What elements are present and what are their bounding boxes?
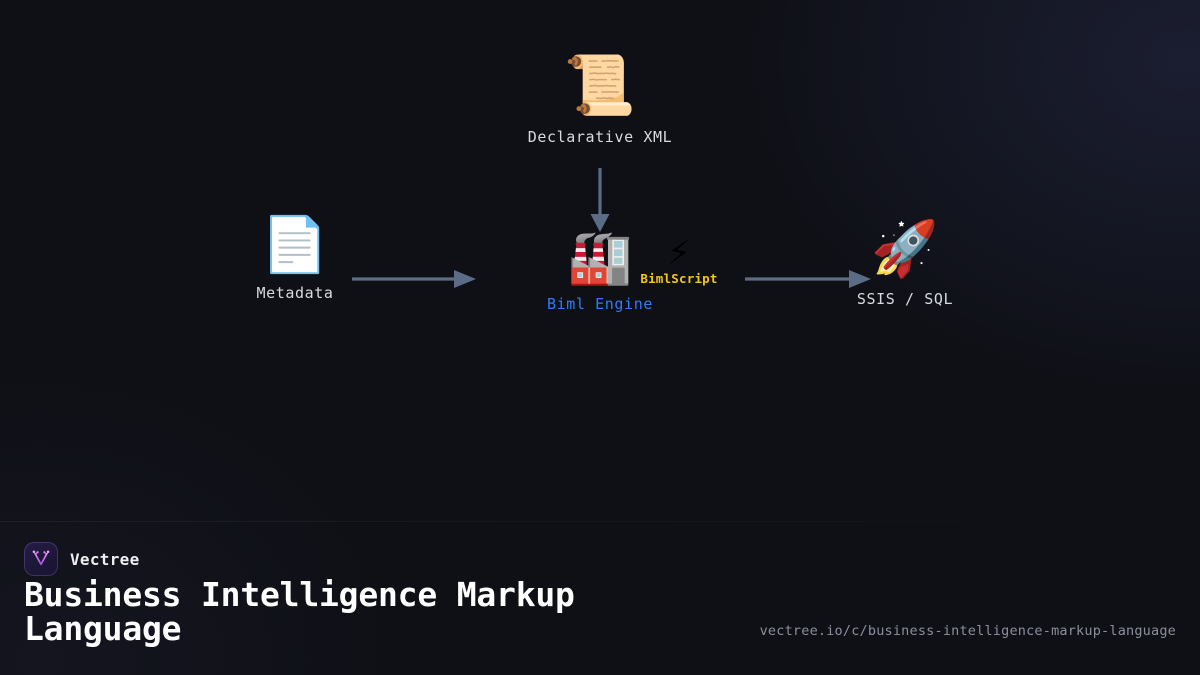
node-label-biml-engine: Biml Engine: [547, 295, 653, 313]
brand: Vectree: [24, 542, 140, 576]
factory-icon: 🏭: [567, 228, 633, 288]
edge-engine-to-target: [745, 270, 871, 288]
scroll-icon: 📜: [563, 51, 637, 119]
footer-url: vectree.io/c/business-intelligence-marku…: [759, 623, 1176, 639]
rocket-icon: 🚀: [871, 217, 939, 280]
architecture-diagram: 📜 Declarative XML 📄 Metadata 🏭 Biml Engi…: [185, 56, 1015, 313]
footer: Vectree Business Intelligence Markup Lan…: [0, 522, 1200, 675]
node-label-ssis-sql: SSIS / SQL: [856, 290, 954, 308]
edge-metadata-to-engine: [352, 270, 476, 288]
node-label-metadata: Metadata: [256, 284, 334, 302]
node-label-declarative-xml: Declarative XML: [527, 128, 673, 146]
diagram-node-biml-engine: 🏭 Biml Engine: [490, 232, 710, 313]
document-icon: 📄: [261, 213, 329, 276]
vectree-logo-icon: [24, 542, 58, 576]
page-title: Business Intelligence Markup Language: [24, 575, 575, 648]
diagram-node-ssis-sql: 🚀 SSIS / SQL: [795, 217, 1015, 309]
brand-name: Vectree: [70, 549, 140, 569]
footer-divider: [0, 521, 1200, 522]
diagram-node-metadata: 📄 Metadata: [185, 213, 405, 303]
edge-xml-to-engine: [590, 168, 610, 232]
diagram-node-declarative-xml: 📜 Declarative XML: [490, 56, 710, 146]
